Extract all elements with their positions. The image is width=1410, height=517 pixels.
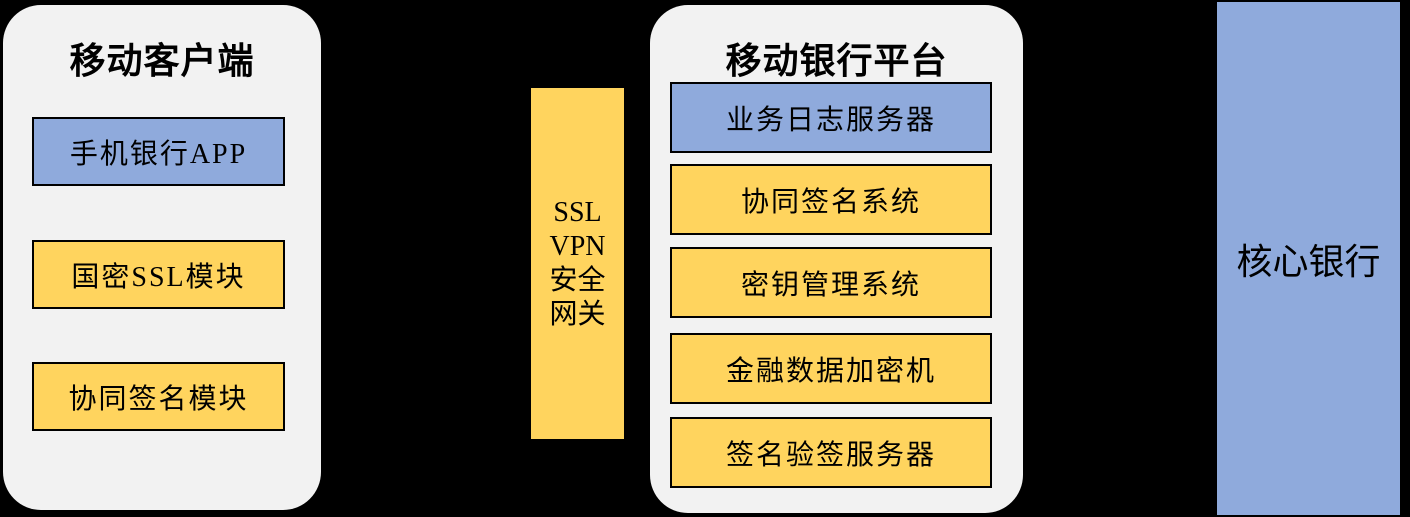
gm-ssl-module-box: 国密SSL模块 <box>32 240 285 309</box>
mobile-banking-platform-title: 移动银行平台 <box>725 40 948 81</box>
mobile-client-panel: 移动客户端 手机银行APP 国密SSL模块 协同签名模块 <box>3 5 321 510</box>
core-banking-label: 核心银行 <box>1236 240 1381 282</box>
business-log-server-label: 业务日志服务器 <box>725 104 936 136</box>
co-sign-system-box: 协同签名系统 <box>670 164 992 235</box>
core-banking-panel: 核心银行 <box>1217 2 1400 515</box>
business-log-server-box: 业务日志服务器 <box>670 82 992 153</box>
signature-verification-server-label: 签名验签服务器 <box>725 439 936 471</box>
financial-data-encryptor-label: 金融数据加密机 <box>725 355 936 387</box>
mobile-banking-app-label: 手机银行APP <box>69 138 248 170</box>
co-sign-module-label: 协同签名模块 <box>68 383 249 415</box>
co-sign-system-label: 协同签名系统 <box>740 186 921 218</box>
mobile-banking-app-box: 手机银行APP <box>32 117 285 186</box>
gateway-line: 安全 <box>549 264 606 296</box>
gateway-line: SSL <box>553 196 602 228</box>
gateway-line: VPN <box>549 230 606 262</box>
gateway-line: 网关 <box>549 298 606 330</box>
ssl-vpn-gateway-box: SSL VPN 安全 网关 <box>531 88 624 439</box>
key-management-system-label: 密钥管理系统 <box>740 269 921 301</box>
signature-verification-server-box: 签名验签服务器 <box>670 417 992 488</box>
mobile-banking-platform-panel: 移动银行平台 业务日志服务器 协同签名系统 密钥管理系统 金融数据加密机 签名验… <box>650 5 1023 513</box>
financial-data-encryptor-box: 金融数据加密机 <box>670 333 992 404</box>
key-management-system-box: 密钥管理系统 <box>670 247 992 318</box>
co-sign-module-box: 协同签名模块 <box>32 362 285 431</box>
gm-ssl-module-label: 国密SSL模块 <box>71 261 246 293</box>
mobile-client-title: 移动客户端 <box>69 40 255 81</box>
